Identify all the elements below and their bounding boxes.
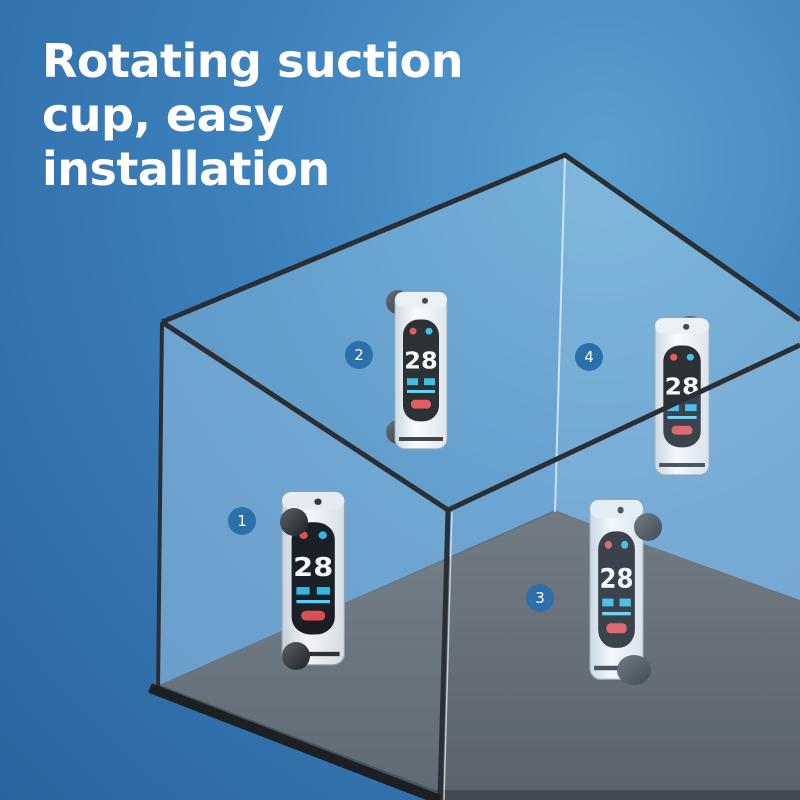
device-position-3 — [589, 499, 662, 685]
position-badge-1: 1 — [228, 507, 256, 535]
svg-text:2: 2 — [354, 346, 364, 364]
tank-frame — [148, 152, 800, 800]
headline: Rotating suction cup, easy installation — [42, 34, 464, 196]
position-badge-4: 4 — [575, 343, 603, 371]
front-glass-right — [440, 345, 800, 800]
device-position-1 — [280, 491, 345, 670]
device-position-4 — [654, 316, 710, 476]
back-glass-left — [160, 155, 565, 685]
svg-text:4: 4 — [584, 348, 594, 366]
device-position-2 — [386, 290, 448, 450]
svg-text:1: 1 — [237, 512, 247, 530]
svg-text:3: 3 — [535, 589, 545, 607]
position-badge-3: 3 — [526, 584, 554, 612]
headline-line-2: cup, easy — [42, 88, 284, 142]
headline-line-1: Rotating suction — [42, 34, 464, 88]
top-opening — [162, 155, 800, 510]
headline-line-3: installation — [42, 142, 330, 196]
position-badge-2: 2 — [345, 341, 373, 369]
